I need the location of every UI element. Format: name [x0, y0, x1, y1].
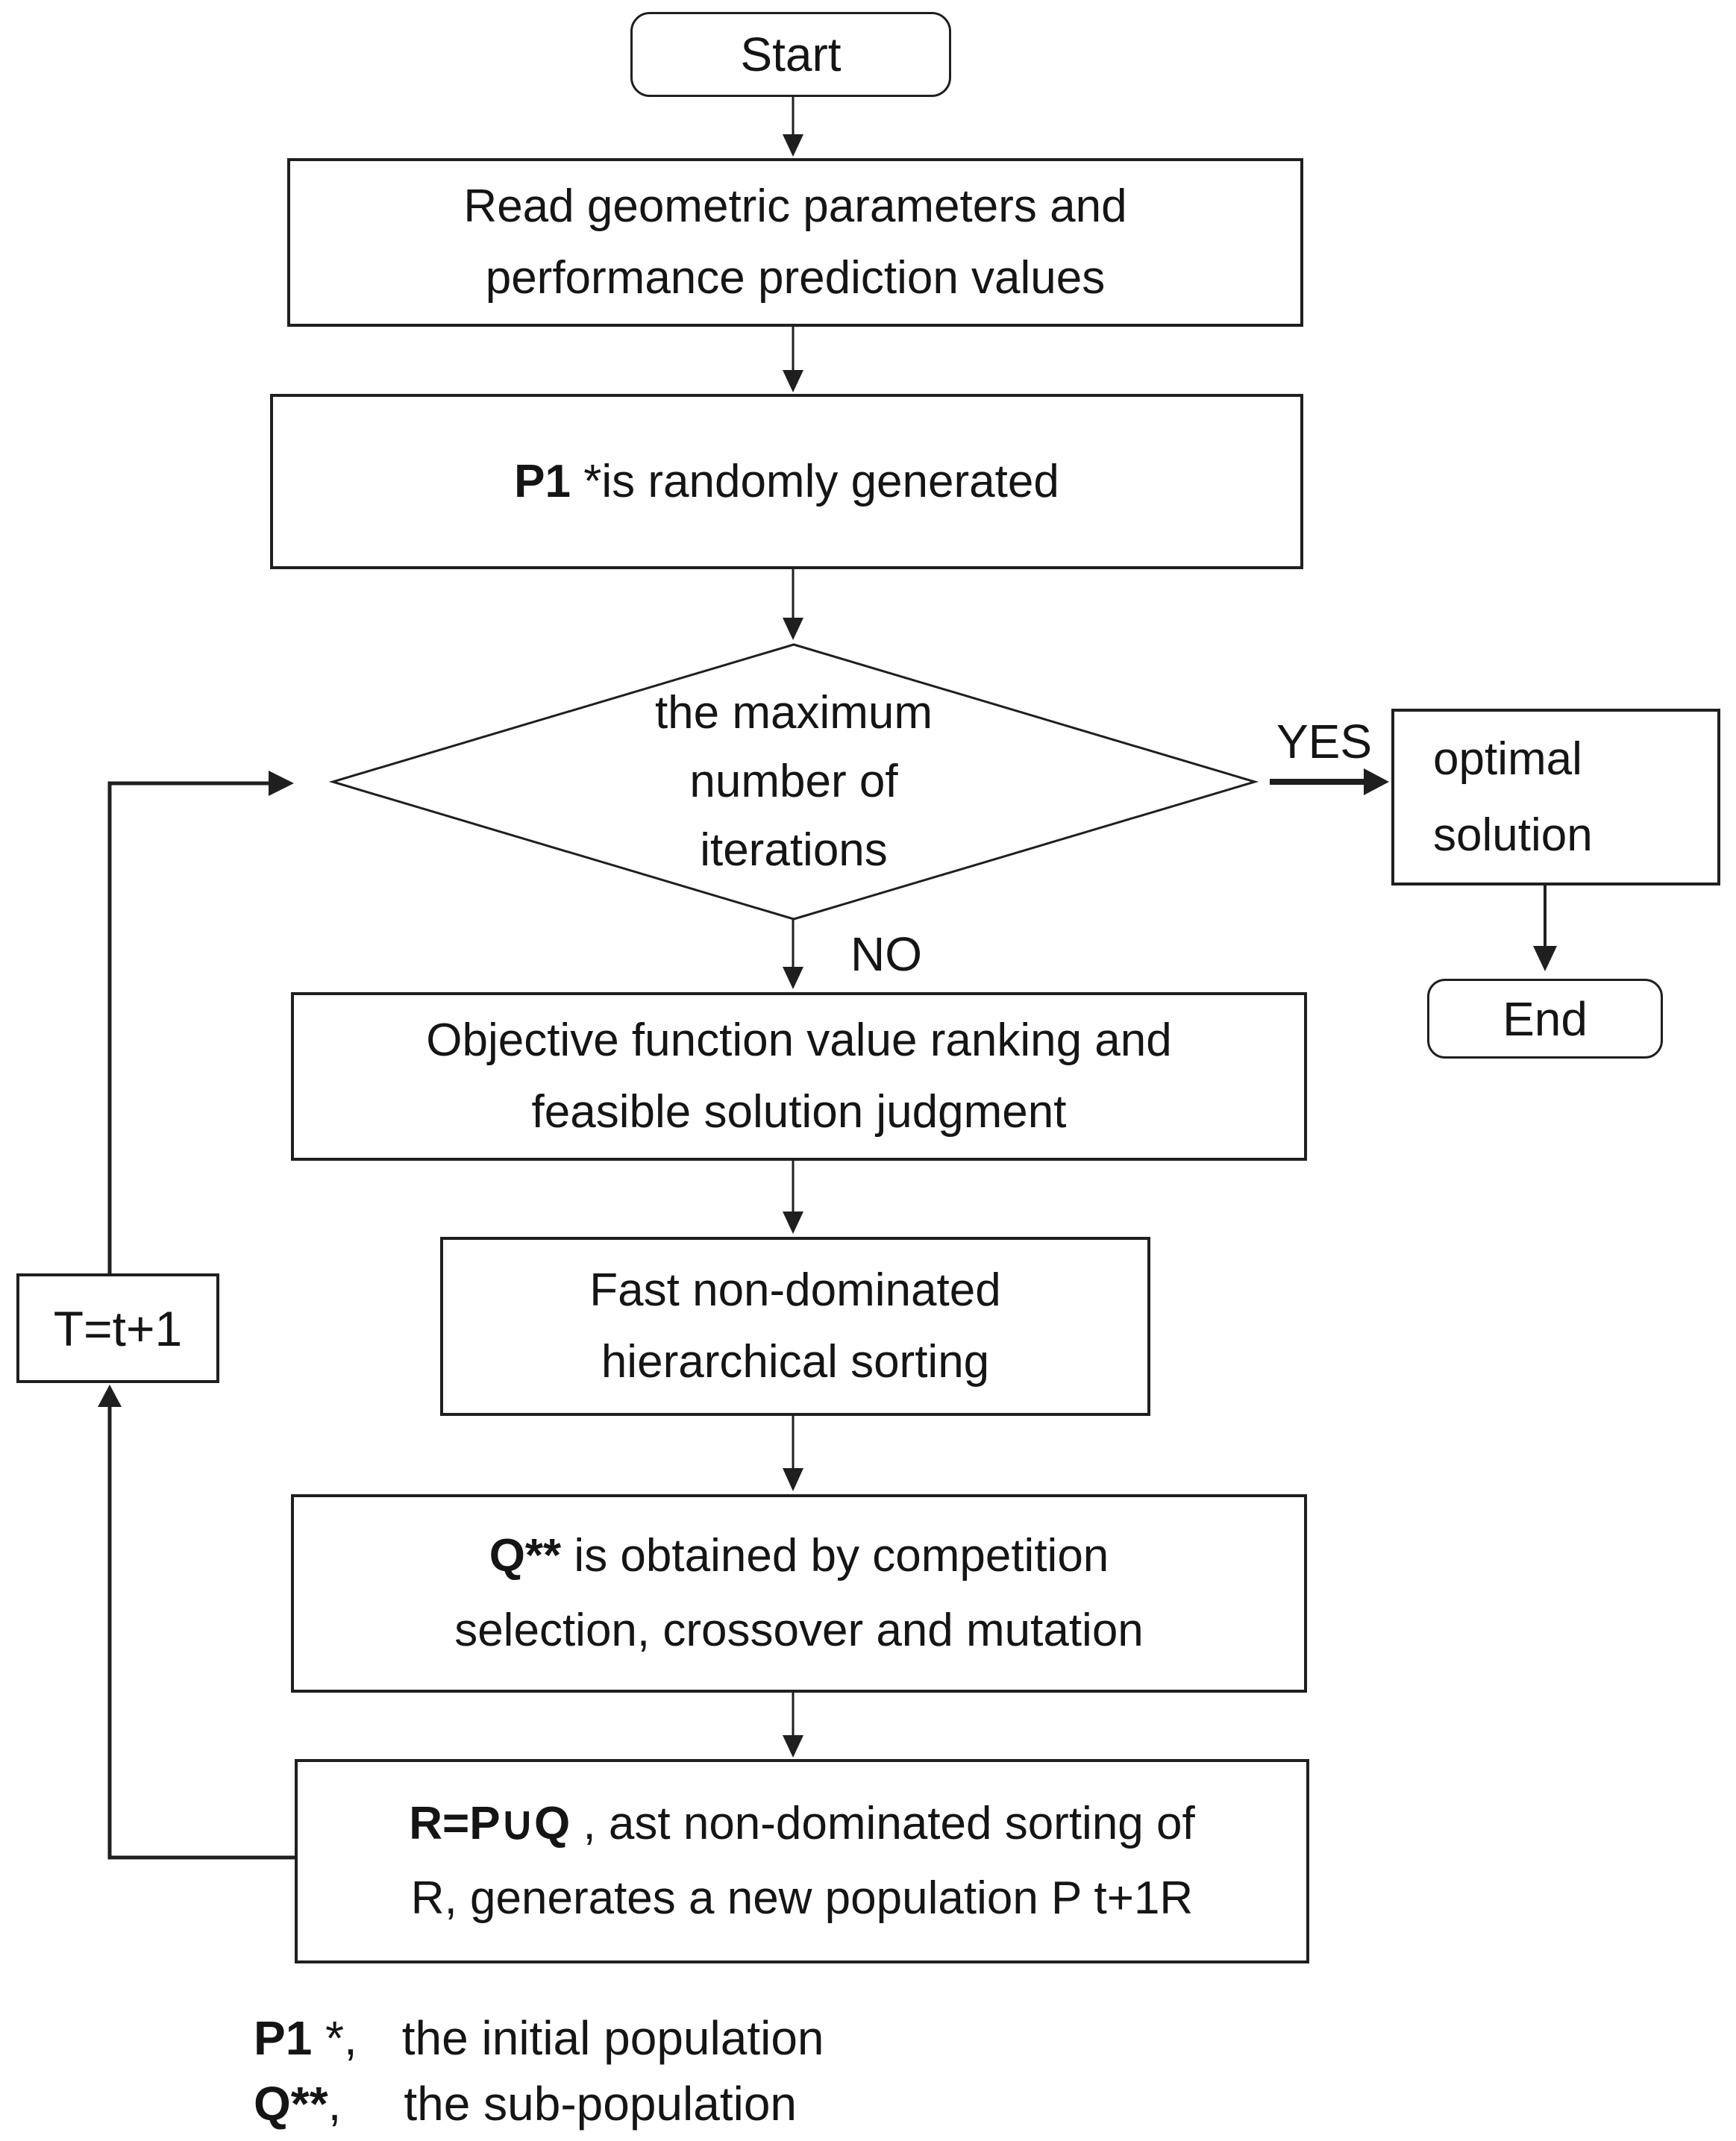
node-read-line2: performance prediction values — [485, 252, 1106, 304]
legend-row-initial-population: P1 *, the initial population — [254, 2009, 824, 2067]
arrowhead-read-p1 — [783, 370, 803, 392]
legend-q-suffix: , — [328, 2077, 342, 2131]
node-read-parameters: Read geometric parameters and performanc… — [287, 158, 1303, 327]
edge-t-decision — [107, 781, 269, 1273]
arrowhead-r-t — [98, 1385, 122, 1407]
node-q-obtained: Q** is obtained by competition selection… — [291, 1494, 1307, 1693]
node-q-line2: selection, crossover and mutation — [454, 1605, 1144, 1656]
legend-p1-symbol: P1 — [254, 2011, 313, 2065]
node-decision-line1: the maximum — [654, 687, 933, 739]
node-r-text: , ast non-dominated sorting of — [570, 1798, 1195, 1849]
node-start-label: Start — [740, 28, 842, 81]
node-p1-text: *is randomly generated — [571, 455, 1059, 507]
node-read-line1: Read geometric parameters and — [463, 181, 1127, 232]
arrowhead-p1-decision — [783, 618, 803, 640]
arrowhead-decision-optimal — [1364, 768, 1389, 795]
node-decision-label: the maximum number of iterations — [331, 679, 1256, 885]
node-q-line1: Q** is obtained by competition — [489, 1519, 1109, 1593]
node-objective-line1: Objective function value ranking and — [426, 1015, 1172, 1066]
node-t-label: T=t+1 — [53, 1300, 183, 1356]
legend-p1-suffix: *, — [312, 2011, 357, 2065]
node-start: Start — [630, 12, 951, 97]
node-q-text: is obtained by competition — [561, 1530, 1109, 1582]
node-optimal-line2: solution — [1433, 809, 1593, 861]
node-q-symbol: Q** — [489, 1530, 562, 1582]
legend-q-desc: the sub-population — [404, 2077, 797, 2131]
node-optimal-line1: optimal — [1433, 733, 1582, 785]
legend-row-sub-population: Q**, the sub-population — [254, 2075, 797, 2133]
node-end-label: End — [1502, 991, 1588, 1046]
node-r-line1: R=P∪Q , ast non-dominated sorting of — [409, 1787, 1194, 1861]
legend-p1-desc: the initial population — [401, 2011, 824, 2065]
node-p1-symbol: P1 — [514, 455, 571, 507]
node-fast-line2: hierarchical sorting — [601, 1336, 990, 1388]
node-fast-sorting: Fast non-dominated hierarchical sorting — [440, 1237, 1150, 1416]
node-optimal-solution: optimal solution — [1391, 709, 1720, 885]
node-r-union: R=P∪Q , ast non-dominated sorting of R, … — [295, 1759, 1309, 1963]
arrowhead-fast-q — [783, 1468, 803, 1491]
edge-label-yes: YES — [1276, 715, 1373, 768]
arrowhead-decision-objective — [783, 967, 803, 989]
edge-label-no: NO — [850, 927, 922, 981]
node-t-increment: T=t+1 — [16, 1273, 219, 1383]
node-decision-line3: iterations — [700, 824, 888, 876]
node-p1-line: P1 *is randomly generated — [514, 446, 1059, 518]
node-r-symbol: R=P∪Q — [409, 1798, 571, 1849]
edge-r-t — [107, 1407, 296, 1860]
node-p1-generated: P1 *is randomly generated — [270, 394, 1303, 569]
legend-q-symbol: Q** — [254, 2077, 328, 2131]
node-r-line2: R, generates a new population P t+1R — [410, 1872, 1194, 1924]
arrowhead-start-read — [783, 134, 803, 157]
node-decision-line2: number of — [689, 756, 898, 807]
arrowhead-optimal-end — [1533, 946, 1557, 971]
arrowhead-objective-fast — [783, 1211, 803, 1234]
arrowhead-t-decision — [269, 771, 294, 796]
arrowhead-q-r — [783, 1735, 803, 1758]
node-end: End — [1427, 979, 1663, 1059]
node-objective-line2: feasible solution judgment — [531, 1086, 1067, 1138]
node-fast-line1: Fast non-dominated — [589, 1264, 1001, 1316]
node-objective-ranking: Objective function value ranking and fea… — [291, 992, 1307, 1161]
